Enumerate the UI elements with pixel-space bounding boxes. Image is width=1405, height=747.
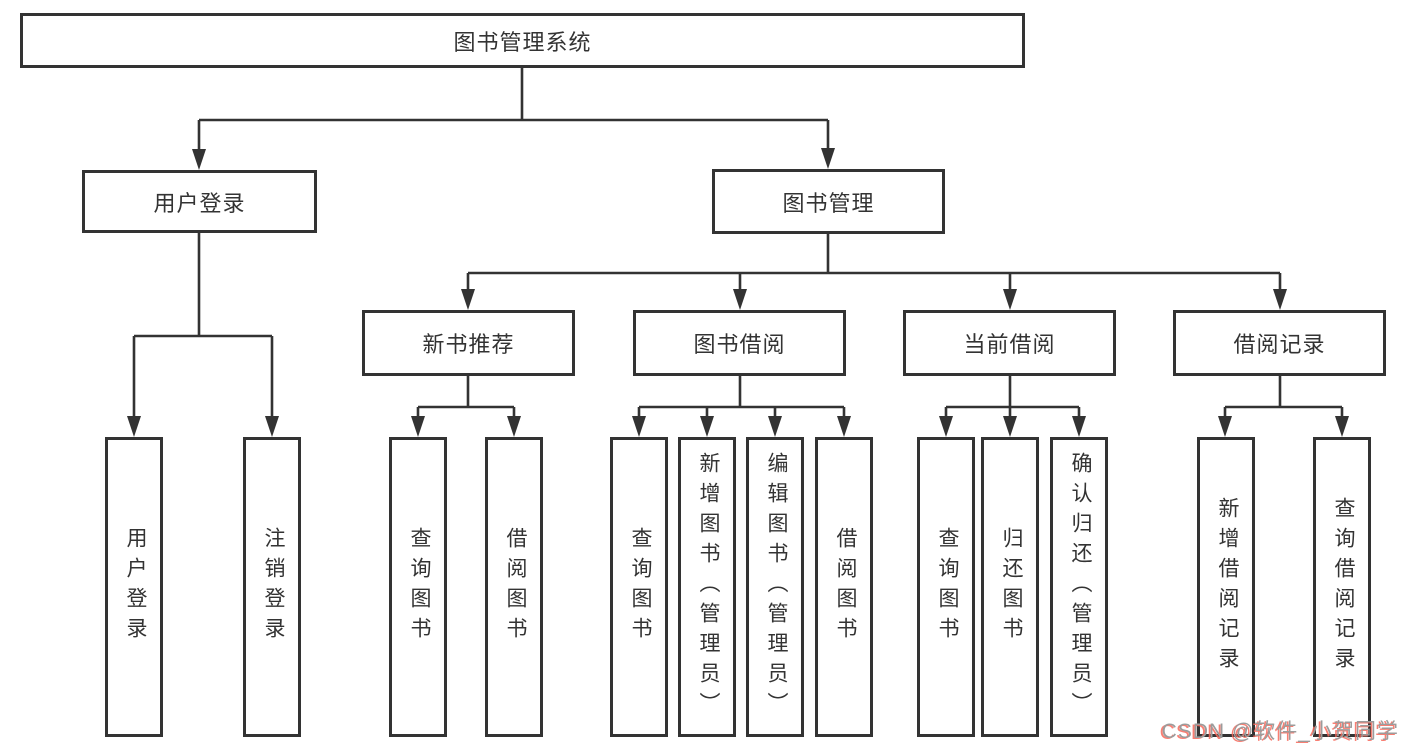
leaf-add-books-admin: 新增图书（管理员）	[678, 437, 736, 737]
csdn-watermark: CSDN @软件_小贺同学	[1161, 720, 1399, 743]
leaf-borrow-books-recommend: 借阅图书	[485, 437, 543, 737]
node-root-system: 图书管理系统	[20, 13, 1025, 68]
leaf-confirm-return-admin: 确认归还（管理员）	[1050, 437, 1108, 737]
node-book-borrow: 图书借阅	[633, 310, 846, 376]
leaf-logout: 注销登录	[243, 437, 301, 737]
node-book-management: 图书管理	[712, 169, 945, 234]
leaf-query-books-borrow: 查询图书	[610, 437, 668, 737]
leaf-return-books: 归还图书	[981, 437, 1039, 737]
leaf-query-books-current: 查询图书	[917, 437, 975, 737]
node-user-login: 用户登录	[82, 170, 317, 233]
leaf-query-books-recommend: 查询图书	[389, 437, 447, 737]
leaf-borrow-books: 借阅图书	[815, 437, 873, 737]
node-new-book-recommend: 新书推荐	[362, 310, 575, 376]
leaf-query-borrow-record: 查询借阅记录	[1313, 437, 1371, 737]
leaf-add-borrow-record: 新增借阅记录	[1197, 437, 1255, 737]
node-current-borrow: 当前借阅	[903, 310, 1116, 376]
leaf-user-login: 用户登录	[105, 437, 163, 737]
leaf-edit-books-admin: 编辑图书（管理员）	[746, 437, 804, 737]
node-borrow-record: 借阅记录	[1173, 310, 1386, 376]
